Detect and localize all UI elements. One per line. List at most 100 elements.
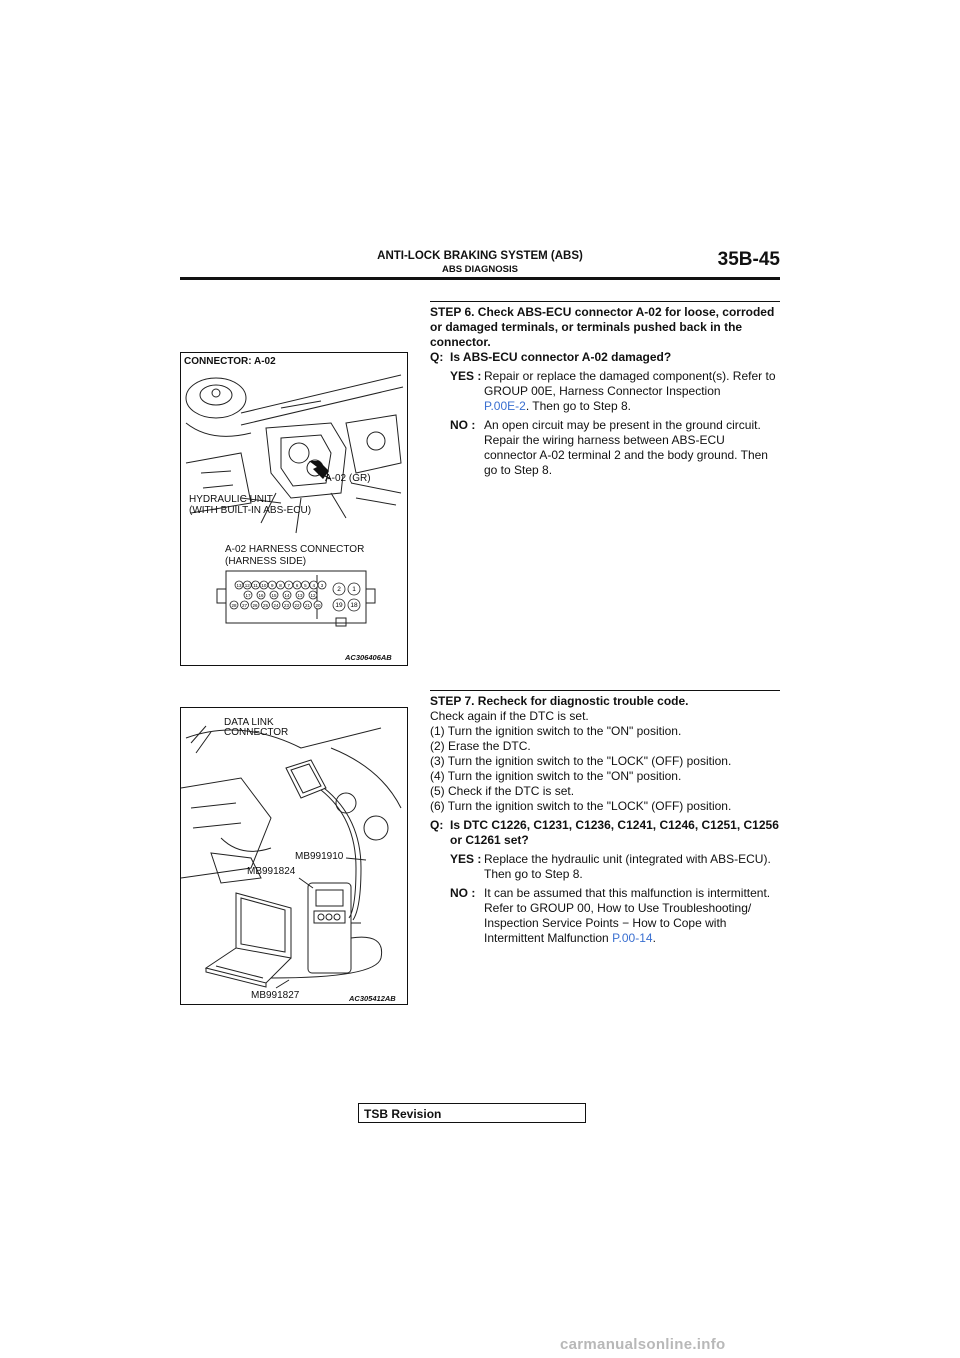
connector-pin: 13 [295,590,305,600]
svg-text:21: 21 [305,603,311,608]
svg-text:6: 6 [296,583,299,588]
step7-item-6: (6) Turn the ignition switch to the "LOC… [430,799,732,813]
connector-pin: 2 [332,582,346,596]
svg-text:26: 26 [252,603,258,608]
figure2-code: AC305412AB [349,994,396,1003]
connector-title: CONNECTOR: A-02 [184,356,276,367]
connector-pin: 22 [292,600,302,610]
svg-text:3: 3 [321,583,324,588]
connector-pin: 10 [259,580,269,590]
connector-pin: 7 [284,580,294,590]
dlc-label: DATA LINK CONNECTOR [224,718,288,738]
connector-pin: 5 [301,580,310,590]
question-label: Q: [430,818,444,832]
connector-pin: 16 [256,590,266,600]
connector-pin: 24 [271,600,281,610]
step7-item-2: (2) Erase the DTC. [430,739,531,753]
svg-text:1: 1 [352,586,356,593]
svg-text:12: 12 [245,583,251,588]
svg-text:18: 18 [350,602,358,609]
laptop-label: MB991827 [251,990,300,1001]
hydraulic-line1: HYDRAULIC UNIT [189,494,273,505]
svg-text:5: 5 [304,583,307,588]
step7-yes-answer: YES : Replace the hydraulic unit (integr… [430,852,780,882]
step7-question: Q: Is DTC C1226, C1231, C1236, C1241, C1… [430,818,780,848]
harness-line1: A-02 HARNESS CONNECTOR [225,544,365,555]
step6-yes-answer: YES : Repair or replace the damaged comp… [430,369,780,414]
reference-link-p00e-2[interactable]: P.00E-2 [484,399,526,413]
step7-block: STEP 7. Recheck for diagnostic trouble c… [430,690,780,946]
svg-text:17: 17 [245,593,251,598]
svg-text:25: 25 [263,603,269,608]
step7-item-3: (3) Turn the ignition switch to the "LOC… [430,754,732,768]
svg-text:9: 9 [271,583,274,588]
harness-line2: (HARNESS SIDE) [225,556,307,567]
svg-text:13: 13 [236,583,242,588]
page-number: 35B-45 [717,249,780,270]
svg-text:10: 10 [261,583,267,588]
step7-item-1: (1) Turn the ignition switch to the "ON"… [430,724,682,738]
yes-label: YES : [450,852,482,866]
connector-pin: 6 [292,580,302,590]
connector-pin: 15 [269,590,279,600]
svg-text:14: 14 [284,593,290,598]
connector-pin: 8 [276,580,285,590]
header-rule [180,277,780,280]
connector-pin: 11 [251,580,261,590]
figure-connector-a02: CONNECTOR: A-02 A-02 (GR) HYDRAULIC UNIT… [180,352,408,666]
connector-pin: 19 [332,598,346,612]
step7-heading: STEP 7. Recheck for diagnostic trouble c… [430,690,780,709]
reference-link-p00-14[interactable]: P.00-14 [612,931,653,945]
engine-bay-illustration [185,374,404,627]
connector-pin: 9 [267,580,277,590]
svg-text:16: 16 [258,593,264,598]
connector-pin: 25 [261,600,270,610]
figure-mut-connection: DATA LINK CONNECTOR MB991910 MB991824 MB… [180,707,408,1005]
tsb-revision-box: TSB Revision [358,1103,586,1123]
connector-pin: 26 [250,600,260,610]
connector-pin: 23 [282,600,291,610]
no-tail: . [652,931,656,945]
dlc-line2: CONNECTOR [224,727,289,738]
step6-no-answer: NO : An open circuit may be present in t… [430,418,780,478]
connector-pin: 12 [308,590,318,600]
hydraulic-unit-label: HYDRAULIC UNIT (WITH BUILT-IN ABS-ECU) [189,494,311,516]
svg-text:24: 24 [273,603,279,608]
yes-label: YES : [450,369,482,383]
connector-pin: 20 [313,600,323,610]
harness-connector-label: A-02 HARNESS CONNECTOR (HARNESS SIDE) [225,544,364,568]
svg-text:20: 20 [315,603,321,608]
step7-no-answer: NO : It can be assumed that this malfunc… [430,886,780,946]
svg-text:13: 13 [297,593,303,598]
svg-text:8: 8 [279,583,282,588]
connector-pin: 12 [242,580,252,590]
svg-text:4: 4 [312,583,315,588]
svg-text:2: 2 [337,586,341,593]
connector-pin: 17 [243,590,253,600]
svg-text:23: 23 [284,603,290,608]
no-text: It can be assumed that this malfunction … [484,886,771,945]
connector-pin: 13 [234,580,244,590]
connector-pin: 4 [309,580,319,590]
connector-pin: 21 [303,600,312,610]
question-label: Q: [430,350,444,364]
step6-heading: STEP 6. Check ABS-ECU connector A-02 for… [430,301,780,350]
watermark: carmanualsonline.info [560,1336,726,1353]
step7-item-4: (4) Turn the ignition switch to the "ON"… [430,769,682,783]
hydraulic-line2: (WITH BUILT-IN ABS-ECU) [189,505,312,516]
svg-text:28: 28 [231,603,237,608]
yes-tail: . Then go to Step 8. [525,399,631,413]
connector-pin: 14 [282,590,292,600]
svg-text:7: 7 [288,583,291,588]
cable-label: MB991910 [295,851,344,862]
svg-text:11: 11 [253,583,258,588]
arrow-label: A-02 (GR) [325,473,371,484]
diagnostic-tool-illustration [181,725,402,989]
yes-text: Repair or replace the damaged component(… [484,369,776,398]
svg-text:27: 27 [242,603,248,608]
dlc-line1: DATA LINK [224,717,274,728]
question-text: Is DTC C1226, C1231, C1236, C1241, C1246… [450,818,779,847]
step7-intro: Check again if the DTC is set. [430,709,589,723]
step7-item-5: (5) Check if the DTC is set. [430,784,575,798]
